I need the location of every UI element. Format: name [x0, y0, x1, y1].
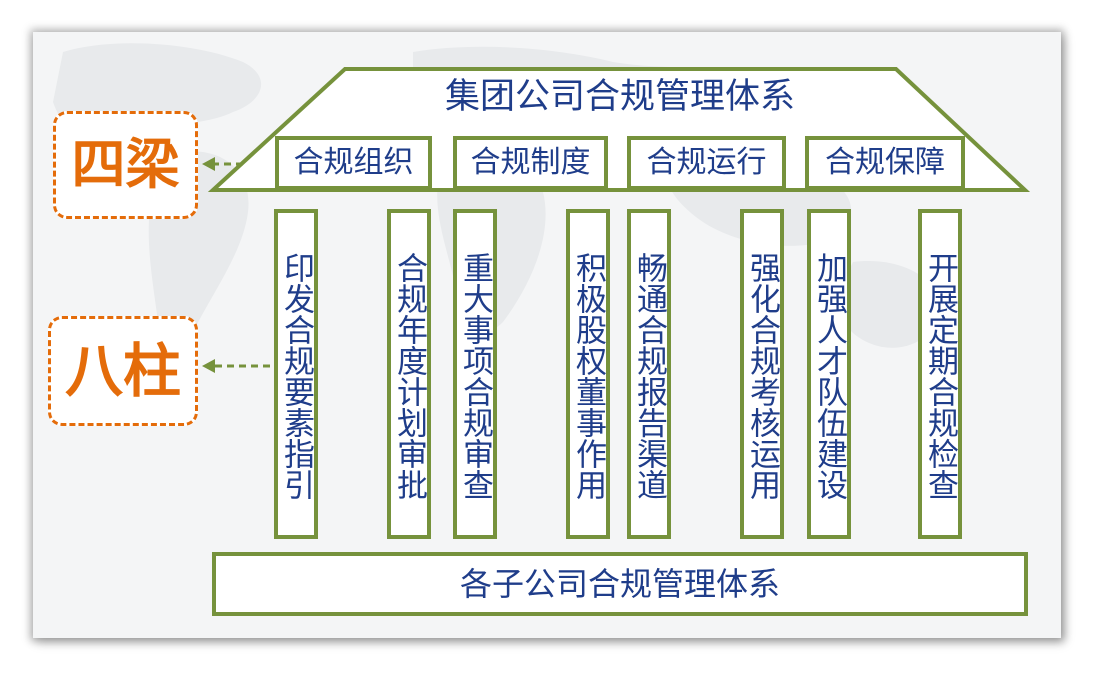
pillar-5: 畅通合规报告渠道 — [627, 209, 671, 539]
pillar-3: 重大事项合规审查 — [453, 209, 497, 539]
pillar-7: 加强人才队伍建设 — [807, 209, 851, 539]
roof-title: 集团公司合规管理体系 — [444, 77, 795, 117]
beam-compliance-system: 合规制度 — [453, 136, 608, 190]
beam-compliance-organization: 合规组织 — [275, 136, 432, 190]
eight-pillars-callout: 八柱 — [48, 316, 198, 426]
pillar-6: 强化合规考核运用 — [740, 209, 784, 539]
beam-compliance-operation: 合规运行 — [627, 136, 786, 190]
pillar-8: 开展定期合规检查 — [918, 209, 962, 539]
beam-compliance-assurance: 合规保障 — [805, 136, 965, 190]
pillar-2: 合规年度计划审批 — [387, 209, 431, 539]
base-foundation: 各子公司合规管理体系 — [212, 552, 1028, 616]
pillar-1: 印发合规要素指引 — [274, 209, 318, 539]
four-beams-callout: 四梁 — [53, 111, 198, 219]
pillar-4: 积极股权董事作用 — [566, 209, 610, 539]
